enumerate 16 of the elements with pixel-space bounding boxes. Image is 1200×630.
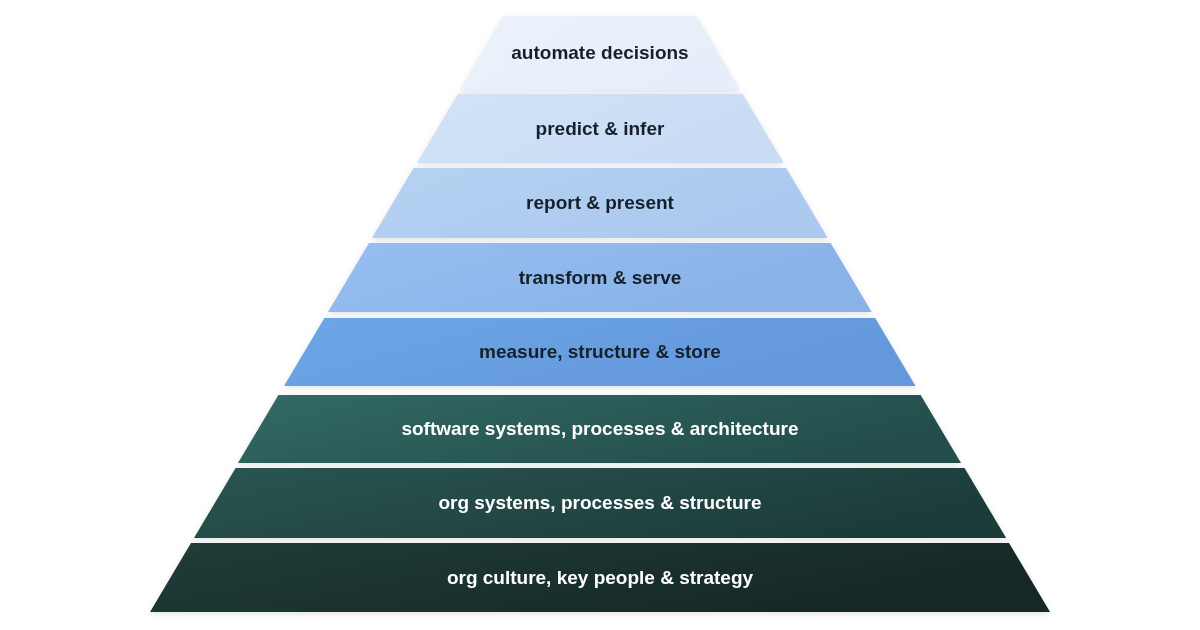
pyramid-tier xyxy=(372,168,828,238)
pyramid-tier xyxy=(416,94,784,163)
tier-label: transform & serve xyxy=(518,266,682,289)
tier-label: predict & infer xyxy=(535,117,665,140)
pyramid-tier xyxy=(328,243,872,312)
pyramid-tier xyxy=(149,543,1050,612)
pyramid-tier xyxy=(284,318,916,386)
tier-label: report & present xyxy=(526,192,674,214)
tier-label: org culture, key people & strategy xyxy=(446,566,754,589)
tier-label: measure, structure & store xyxy=(479,341,721,363)
tier-label: automate decisions xyxy=(511,42,689,64)
pyramid-tier xyxy=(460,16,740,90)
tier-label: org systems, processes & structure xyxy=(438,492,762,514)
tier-label: software systems, processes & architecture xyxy=(401,418,799,440)
pyramid-tier xyxy=(238,395,962,463)
pyramid-tier xyxy=(193,468,1007,538)
